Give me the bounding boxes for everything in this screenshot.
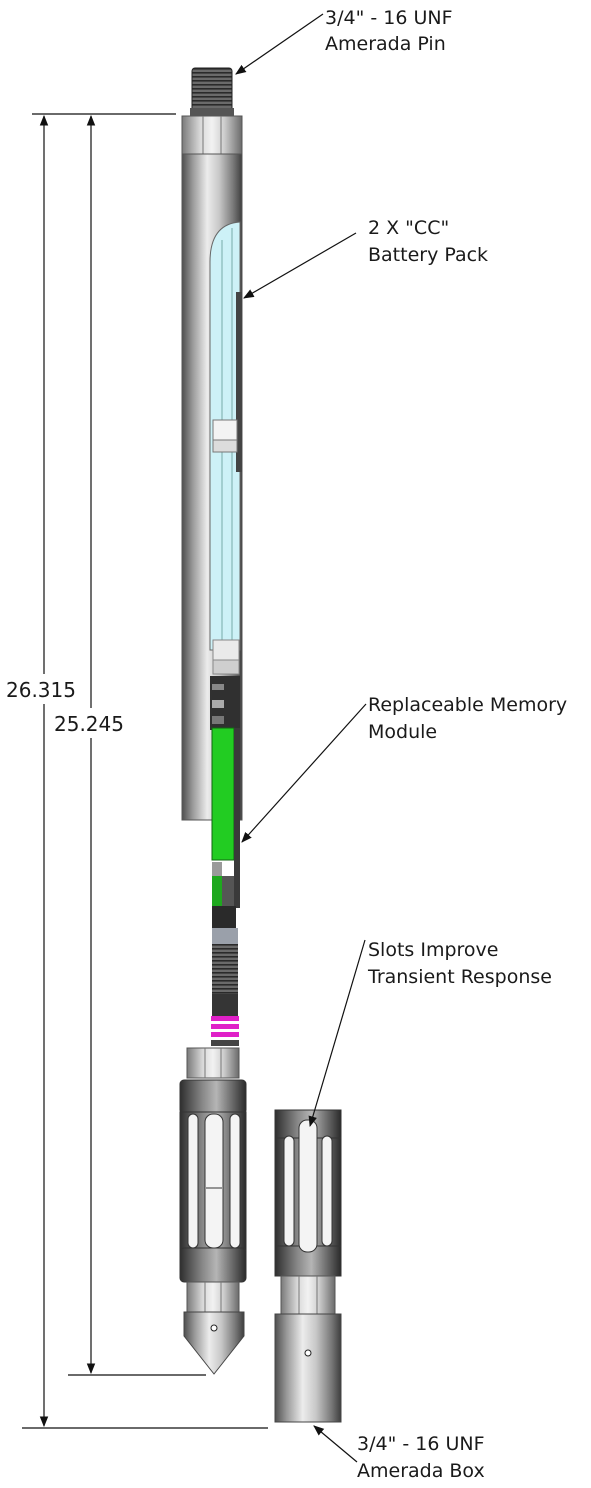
- body-length-label: 25.245: [54, 712, 124, 736]
- lower-hex: [186, 1047, 240, 1079]
- slots-callout-line1: Slots Improve: [368, 939, 498, 961]
- detached-sleeve: [274, 1109, 342, 1423]
- overall-length-label: 26.315: [6, 678, 76, 702]
- battery-pack: [209, 221, 242, 675]
- pin-callout-line2: Amerada Pin: [325, 33, 446, 55]
- dimension-lines: [4, 113, 268, 1429]
- top-hex: [181, 115, 243, 155]
- slotted-sleeve: [179, 1079, 247, 1283]
- box-callout-line1: 3/4" - 16 UNF: [357, 1433, 485, 1455]
- box-callout-line2: Amerada Box: [357, 1460, 485, 1482]
- memory-callout-line1: Replaceable Memory: [368, 694, 567, 716]
- battery-callout-line1: 2 X "CC": [368, 217, 449, 239]
- pin-callout-line1: 3/4" - 16 UNF: [325, 7, 453, 29]
- memory-module: [210, 676, 240, 1046]
- seal-ring: [211, 1016, 239, 1021]
- battery-callout-line2: Battery Pack: [368, 244, 488, 266]
- leader-lines: [235, 13, 367, 1463]
- slots-callout-line2: Transient Response: [367, 966, 552, 988]
- nose-cone: [183, 1311, 245, 1375]
- main-tool: [179, 67, 247, 1375]
- pin-thread: [191, 67, 233, 115]
- memory-callout-line2: Module: [368, 721, 437, 743]
